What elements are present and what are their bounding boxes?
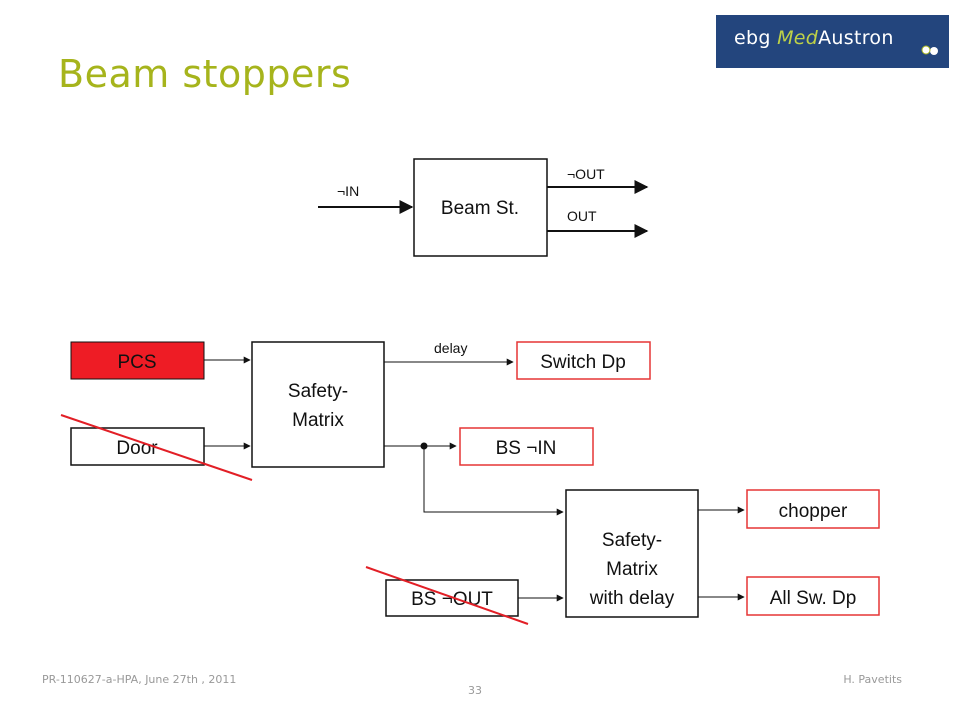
logo-prefix: ebg [734, 27, 778, 49]
pcs-box: PCS [70, 341, 205, 380]
safety-matrix-delay-box: Safety- Matrix with delay [565, 489, 699, 618]
logo-suffix: Austron [818, 27, 894, 49]
bs-out-strike-line [365, 566, 529, 625]
slide-title: Beam stoppers [58, 52, 352, 96]
safety-matrix-line-1: Safety- [288, 381, 348, 402]
switch-dp-label: Switch Dp [540, 352, 626, 373]
beam-stopper-output-top-label: ¬OUT [567, 166, 605, 182]
door-box: Door [70, 427, 205, 466]
safety-matrix-delay-line-1: Safety- [602, 530, 662, 551]
pcs-label: PCS [117, 352, 156, 373]
beam-stopper-input-label: ¬IN [337, 183, 359, 199]
all-sw-dp-box: All Sw. Dp [746, 576, 880, 616]
footer-document-id: PR-110627-a-HPA, June 27th , 2011 [42, 673, 237, 686]
chopper-box: chopper [746, 489, 880, 529]
beam-stopper-output-bottom-label: OUT [567, 208, 597, 224]
page-number: 33 [468, 684, 482, 697]
delay-label: delay [434, 340, 467, 356]
all-sw-dp-label: All Sw. Dp [770, 588, 857, 609]
header-decor-dot [921, 45, 931, 55]
logo-text: ebg MedAustron [734, 27, 894, 49]
company-logo: ebg MedAustron [716, 15, 949, 68]
door-label: Door [116, 438, 158, 459]
safety-matrix-delay-line-2: Matrix [606, 559, 658, 580]
junction-to-delay-matrix-arrow [423, 446, 564, 516]
footer-author: H. Pavetits [843, 673, 902, 686]
switch-dp-box: Switch Dp [516, 341, 651, 380]
safety-matrix-line-2: Matrix [292, 410, 344, 431]
bs-in-label: BS ¬IN [496, 438, 557, 459]
beam-stopper-label: Beam St. [441, 198, 519, 219]
beam-stopper-block: Beam St. [413, 158, 548, 257]
logo-dot [930, 47, 938, 55]
logo-accent: Med [777, 27, 819, 49]
chopper-label: chopper [779, 501, 848, 522]
door-strike-line [60, 414, 253, 481]
safety-matrix-box: Safety- Matrix [251, 341, 385, 468]
safety-matrix-delay-line-3: with delay [589, 588, 675, 609]
bs-in-box: BS ¬IN [459, 427, 594, 466]
